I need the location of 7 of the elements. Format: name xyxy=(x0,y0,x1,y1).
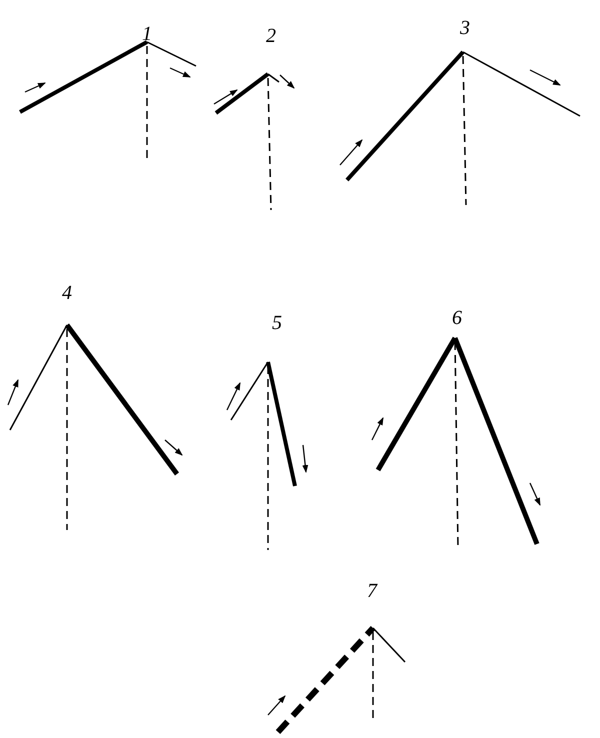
figure-number: 4 xyxy=(62,283,72,303)
figure-number: 5 xyxy=(272,313,282,333)
figure-number: 3 xyxy=(460,18,470,38)
figure-number: 2 xyxy=(266,26,276,46)
figure-number: 6 xyxy=(452,308,462,328)
figure-number: 7 xyxy=(367,581,377,601)
figure-number: 1 xyxy=(142,24,152,44)
